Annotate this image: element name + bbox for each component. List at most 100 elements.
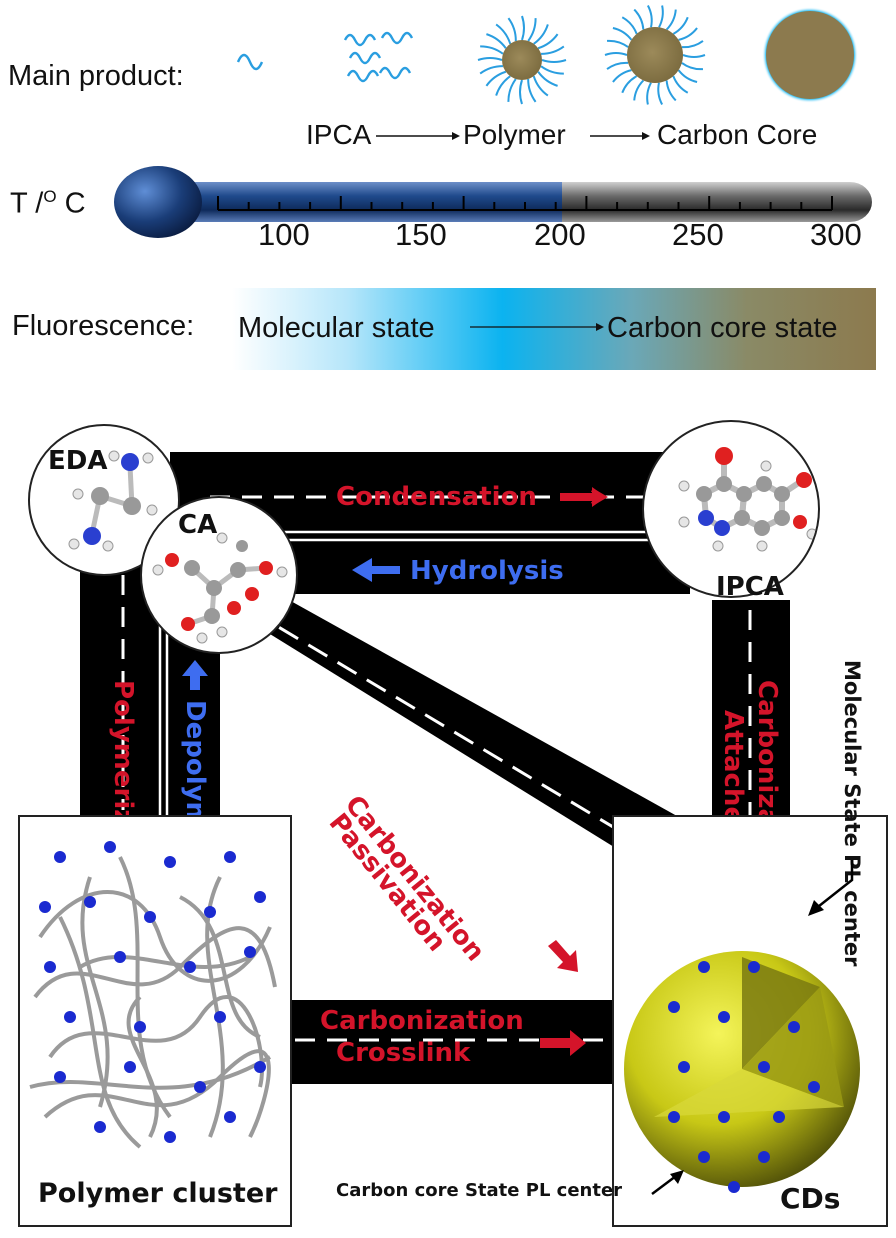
polymer-hair [658, 5, 664, 28]
ca-node [140, 496, 298, 654]
product-ipca: IPCA [306, 119, 372, 150]
nitrogen-dot [668, 1001, 680, 1013]
fluorescence-to-label: Carbon core state [607, 312, 838, 344]
ipca-molecule-icon [678, 447, 818, 552]
polymer-hair [521, 15, 525, 41]
nitrogen-dot [788, 1021, 800, 1033]
thermometer [114, 166, 872, 238]
carbonization-crosslink-label-1: Carbonization [320, 1006, 524, 1036]
nitrogen-dot [124, 1061, 136, 1073]
polymer-hair [604, 52, 628, 56]
tick-label-250: 250 [672, 217, 724, 252]
tick-label-150: 150 [395, 217, 447, 252]
nitrogen-dot [728, 1181, 740, 1193]
nitrogen-dot [224, 851, 236, 863]
nitrogen-dot [104, 841, 116, 853]
polymer-hair [678, 27, 698, 41]
nitrogen-dot [39, 901, 51, 913]
nitrogen-dot [204, 906, 216, 918]
nitrogen-dot [758, 1151, 770, 1163]
polymer-hair [621, 16, 638, 35]
nitrogen-dot [54, 1071, 66, 1083]
polymer-cluster-label: Polymer cluster [38, 1178, 278, 1209]
nitrogen-dot [773, 1111, 785, 1123]
polymer-hair [527, 18, 537, 42]
ipca-molecule-icon [236, 53, 264, 71]
ca-molecule-icon [152, 532, 288, 644]
polymer-coated-core-icon [477, 15, 567, 105]
nitrogen-dot [808, 1081, 820, 1093]
polymer-hair [612, 26, 633, 41]
nitrogen-dot [44, 961, 56, 973]
nitrogen-dot [164, 856, 176, 868]
polymer-hair [541, 45, 565, 55]
product-icons [236, 5, 858, 105]
polymer-hair [527, 79, 537, 103]
product-polymer: Polymer [463, 119, 566, 150]
nitrogen-dot [244, 946, 256, 958]
main-product-label: Main product: [8, 60, 184, 92]
nitrogen-dot [678, 1061, 690, 1073]
ca-label: CA [178, 510, 218, 540]
polymer-hair [665, 80, 677, 102]
polymer-hair [507, 17, 517, 41]
nitrogen-dot [144, 911, 156, 923]
cds-label: CDs [780, 1182, 841, 1215]
carbon-core-pl-center-label: Carbon core State PL center [336, 1180, 623, 1201]
polymer-cluster-node [18, 815, 292, 1227]
polymer-hair [606, 61, 629, 70]
polymer-cluster-icon [29, 841, 277, 1149]
tick-label-300: 300 [810, 217, 862, 252]
polymer-hair [537, 33, 559, 50]
nitrogen-dot [254, 1061, 266, 1073]
fluorescence-from-label: Molecular state [238, 312, 435, 344]
ipca-node [642, 420, 820, 598]
nitrogen-dot [698, 961, 710, 973]
polymer-hair [495, 23, 512, 45]
polymer-hair [486, 33, 507, 49]
ipca-label: IPCA [716, 572, 784, 602]
condensation-label: Condensation [336, 482, 537, 512]
polymer-hair [633, 79, 645, 101]
polymer-hair [681, 40, 704, 49]
cds-node [612, 815, 888, 1227]
carbon-dot-icon [624, 951, 860, 1193]
arrow-right-icon [470, 323, 604, 331]
nitrogen-dot [718, 1011, 730, 1023]
nitrogen-dot [84, 896, 96, 908]
nitrogen-dot [64, 1011, 76, 1023]
nitrogen-dot [758, 1061, 770, 1073]
nitrogen-dot [718, 1111, 730, 1123]
arrow-right-icon [590, 132, 650, 140]
polymer-hair [479, 65, 503, 75]
arrow-right-icon [376, 132, 460, 140]
polymer-hair [533, 24, 549, 45]
polymer-hair [677, 69, 698, 84]
nitrogen-dot [214, 1011, 226, 1023]
nitrogen-dot [748, 961, 760, 973]
nitrogen-dot [254, 891, 266, 903]
carbonization-crosslink-label-2: Crosslink [336, 1038, 471, 1068]
molecular-pl-center-label: Molecular State PL center [840, 660, 864, 967]
product-carbon-core: Carbon Core [657, 119, 818, 150]
nitrogen-dot [134, 1021, 146, 1033]
polymer-chain-icon [343, 31, 414, 83]
fluorescence-label: Fluorescence: [12, 310, 195, 342]
nitrogen-dot [698, 1151, 710, 1163]
polymer-hair [485, 70, 507, 87]
nitrogen-dot [184, 961, 196, 973]
nitrogen-dot [164, 1131, 176, 1143]
polymer-hair [519, 79, 523, 105]
polymer-hair [532, 75, 549, 97]
polymer-hair [682, 54, 706, 58]
eda-molecule-icon [68, 450, 158, 552]
polymer-hair [541, 59, 567, 63]
polymer-hair [477, 57, 503, 61]
polymer-hair [537, 71, 558, 87]
polymer-hair [665, 9, 677, 31]
polymer-hair [507, 78, 517, 102]
polymer-hair [646, 5, 653, 28]
polymer-hair [672, 16, 689, 35]
polymer-hair [657, 82, 664, 105]
polymer-hair [606, 39, 629, 48]
